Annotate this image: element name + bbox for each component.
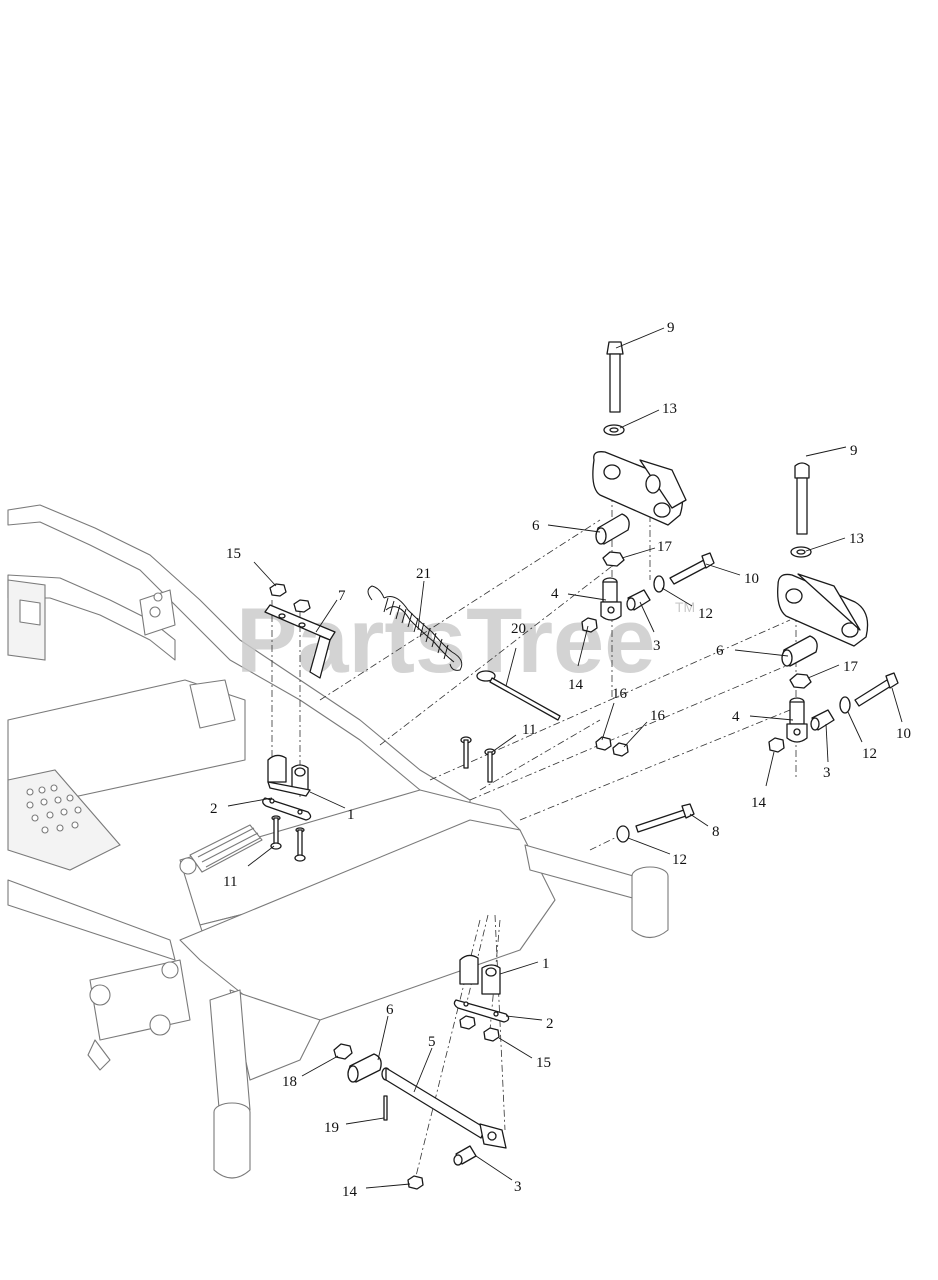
callout-16: 16	[650, 708, 666, 724]
pin-6-upper-right	[781, 635, 818, 667]
callout-17: 17	[843, 659, 859, 675]
callout-1: 1	[542, 956, 550, 972]
callout-12: 12	[698, 606, 713, 622]
callout-9: 9	[850, 443, 858, 459]
shaft-5	[381, 1067, 507, 1149]
callout-9: 9	[667, 320, 675, 336]
callout-16: 16	[612, 686, 628, 702]
foot-pedal-grip	[179, 824, 263, 875]
nut-14-lower	[407, 1175, 424, 1190]
callout-6: 6	[532, 518, 540, 534]
callout-3: 3	[653, 638, 661, 654]
callout-20: 20	[511, 621, 526, 637]
callout-19: 19	[324, 1120, 339, 1136]
callout-labels: 9 13 6 17 10 4 12 3 14 15 7 21 20 16 16 …	[210, 320, 911, 1200]
callout-18: 18	[282, 1074, 297, 1090]
link-plate-upper-left	[592, 451, 687, 526]
bolt-10-upper-left	[669, 552, 715, 585]
callout-13: 13	[662, 401, 677, 417]
bushing-3-upper-right	[810, 709, 835, 731]
callout-15: 15	[536, 1055, 551, 1071]
bushing-3-upper-left	[626, 589, 651, 611]
washer-12-upper-right	[839, 696, 851, 714]
pivot-4-upper-left	[600, 577, 622, 621]
callout-11: 11	[223, 874, 237, 890]
callout-3: 3	[514, 1179, 522, 1195]
watermark-trademark: TM	[675, 599, 695, 615]
callout-17: 17	[657, 539, 673, 555]
washer-13-upper-left	[603, 424, 625, 436]
callout-15: 15	[226, 546, 241, 562]
leader-lines	[227, 327, 903, 1189]
callout-12: 12	[862, 746, 877, 762]
pins-11-upper	[460, 736, 496, 783]
callout-8: 8	[712, 824, 720, 840]
callout-2: 2	[546, 1016, 554, 1032]
nut-15-upper	[269, 583, 311, 613]
callout-6: 6	[386, 1002, 394, 1018]
nut-15-lower	[459, 1015, 500, 1042]
bushing-3-lower	[453, 1145, 477, 1166]
foot-platform-holes	[26, 784, 82, 834]
bracket-7	[264, 604, 336, 679]
nut-14-upper-right	[768, 737, 785, 753]
nut-17-upper-right	[789, 673, 812, 689]
bolt-8	[635, 803, 695, 833]
nut-16-pair	[595, 736, 629, 757]
callout-12: 12	[672, 852, 687, 868]
mower-frame	[7, 504, 669, 1179]
nut-14-upper-left	[581, 617, 598, 633]
callout-11: 11	[522, 722, 536, 738]
spring-21	[367, 585, 463, 671]
pin-6-lower	[347, 1053, 382, 1083]
pivot-4-upper-right	[786, 697, 808, 743]
nut-17-upper-left	[602, 551, 625, 567]
link-plate-upper-right	[777, 573, 869, 647]
pins-11-lower	[270, 815, 306, 862]
callout-7: 7	[338, 588, 346, 604]
clamp-1-lower	[459, 954, 501, 995]
callout-2: 2	[210, 801, 218, 817]
washer-13-upper-right	[790, 546, 812, 558]
bolt-9-upper-right	[794, 462, 810, 535]
bolt-10-upper-right	[854, 672, 899, 707]
callout-10: 10	[896, 726, 911, 742]
callout-14: 14	[751, 795, 767, 811]
callout-14: 14	[342, 1184, 358, 1200]
callout-14: 14	[568, 677, 584, 693]
callout-6: 6	[716, 643, 724, 659]
spring-coils	[383, 597, 449, 660]
plate-2-upper	[262, 797, 312, 821]
clamp-1-upper	[267, 754, 311, 797]
callout-5: 5	[428, 1034, 436, 1050]
washer-12-upper-left	[653, 575, 665, 593]
callout-21: 21	[416, 566, 431, 582]
cotter-pin-19	[383, 1095, 388, 1121]
bolt-9-upper-left	[606, 341, 624, 413]
callout-3: 3	[823, 765, 831, 781]
callout-4: 4	[732, 709, 740, 725]
pin-6-upper-left	[595, 513, 630, 545]
washer-12-lower	[616, 825, 630, 843]
callout-13: 13	[849, 531, 864, 547]
callout-1: 1	[347, 807, 355, 823]
callout-4: 4	[551, 586, 559, 602]
callout-10: 10	[744, 571, 759, 587]
rod-20	[476, 670, 561, 721]
